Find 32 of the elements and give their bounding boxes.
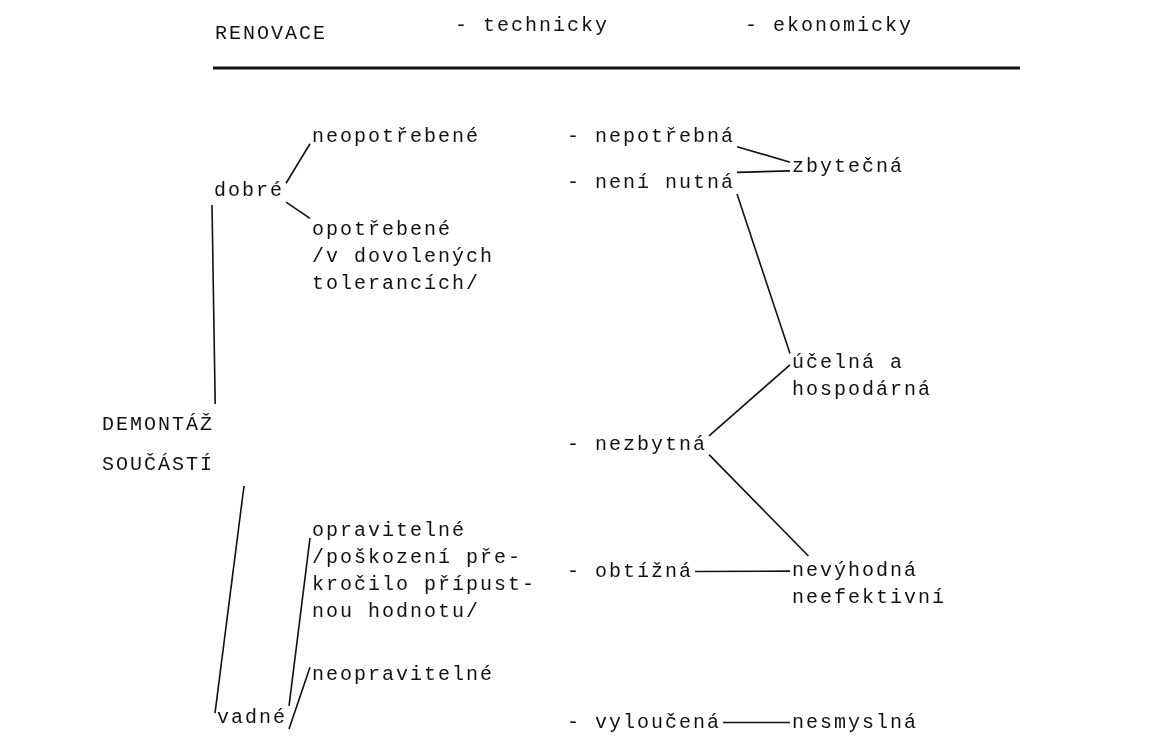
node-text: neopravitelné — [310, 660, 497, 689]
connector-line — [285, 201, 311, 220]
node-text: účelná a hospodárná — [790, 348, 954, 404]
node-text: nesmyslná — [790, 708, 921, 737]
connector-line — [708, 453, 810, 557]
node-text: - nepotřebná — [565, 122, 738, 151]
connector-line — [694, 570, 791, 573]
connector-line — [708, 364, 791, 437]
connector-line — [214, 485, 245, 714]
connector-line — [736, 170, 791, 174]
connector-line — [736, 145, 791, 163]
node-text: DEMONTÁŽ SOUČÁSTÍ — [100, 404, 244, 486]
connector-line — [736, 193, 791, 355]
node-text: vadné — [215, 703, 289, 732]
node-text: - není nutná — [565, 168, 738, 197]
node-text: - nezbytná — [565, 430, 710, 459]
node-text: - obtížná — [565, 557, 696, 586]
node-text: opravitelné /poškození pře- kročilo přípust- nou hodnotu/ — [310, 516, 559, 626]
connector-line — [722, 721, 791, 724]
node-text: zbytečná — [790, 152, 906, 181]
node-text: - vyloučená — [565, 708, 724, 737]
heading-label: - technicky — [455, 14, 610, 37]
node-text: dobré — [212, 176, 286, 205]
connector-line — [285, 142, 311, 185]
node-text: neopotřebené — [310, 122, 483, 151]
connector-line — [211, 204, 216, 405]
connector-line — [288, 537, 311, 707]
node-text: opotřebené /v dovolených tolerancích/ — [310, 215, 514, 298]
heading-label: RENOVACE — [215, 22, 327, 45]
node-text: nevýhodná neefektivní — [790, 556, 974, 612]
connector-line — [288, 666, 311, 730]
heading-label: - ekonomicky — [745, 14, 914, 37]
